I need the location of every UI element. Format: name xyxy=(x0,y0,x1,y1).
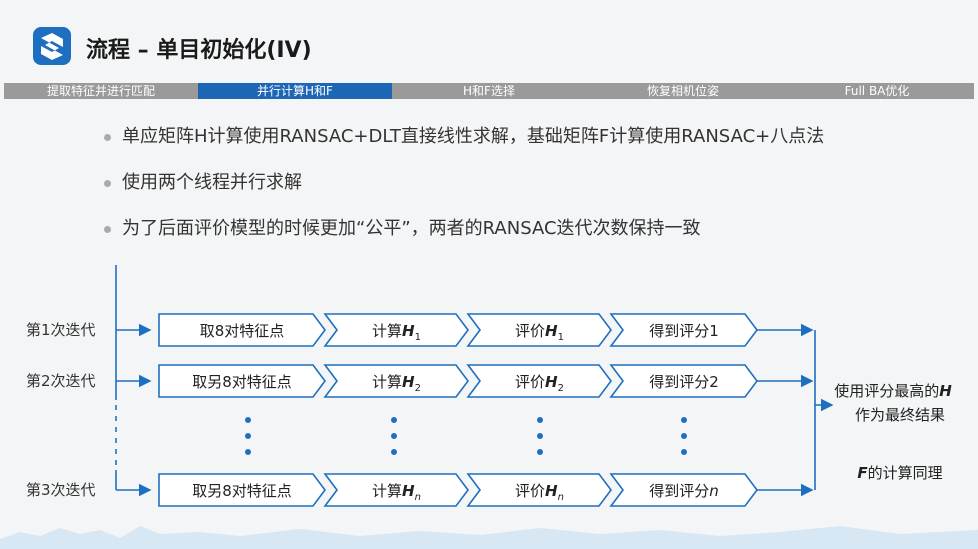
ellipsis-dot xyxy=(537,449,543,455)
ellipsis-dot xyxy=(681,449,687,455)
ellipsis-dot xyxy=(245,417,251,423)
step-label: 得到评分1 xyxy=(649,322,719,340)
step-label: 评价Hn xyxy=(515,482,564,503)
step-label: 得到评分2 xyxy=(649,373,719,391)
step-label: 取另8对特征点 xyxy=(192,482,292,500)
ellipsis-dot xyxy=(391,417,397,423)
step-label: 得到评分n xyxy=(649,482,719,500)
step-label: 取8对特征点 xyxy=(200,322,285,340)
ellipsis-dot xyxy=(681,417,687,423)
result-text: 使用评分最高的H xyxy=(834,382,952,400)
ellipsis-dot xyxy=(537,433,543,439)
step-label: 评价H1 xyxy=(515,322,564,343)
row-label: 第3次迭代 xyxy=(26,481,96,499)
step-label: 取另8对特征点 xyxy=(192,373,292,391)
step-label: 计算H1 xyxy=(372,322,421,343)
step-label: 评价H2 xyxy=(515,373,564,394)
audio-waveform xyxy=(0,514,978,549)
ellipsis-dot xyxy=(537,417,543,423)
ellipsis-dot xyxy=(391,449,397,455)
step-label: 计算Hn xyxy=(372,482,421,503)
ellipsis-dot xyxy=(681,433,687,439)
row-label: 第2次迭代 xyxy=(26,372,96,390)
row-label: 第1次迭代 xyxy=(26,321,96,339)
f-note: F的计算同理 xyxy=(857,464,942,482)
ellipsis-dot xyxy=(245,433,251,439)
step-label: 计算H2 xyxy=(372,373,421,394)
ellipsis-dot xyxy=(391,433,397,439)
result-text: 作为最终结果 xyxy=(855,406,945,424)
ellipsis-dot xyxy=(245,449,251,455)
